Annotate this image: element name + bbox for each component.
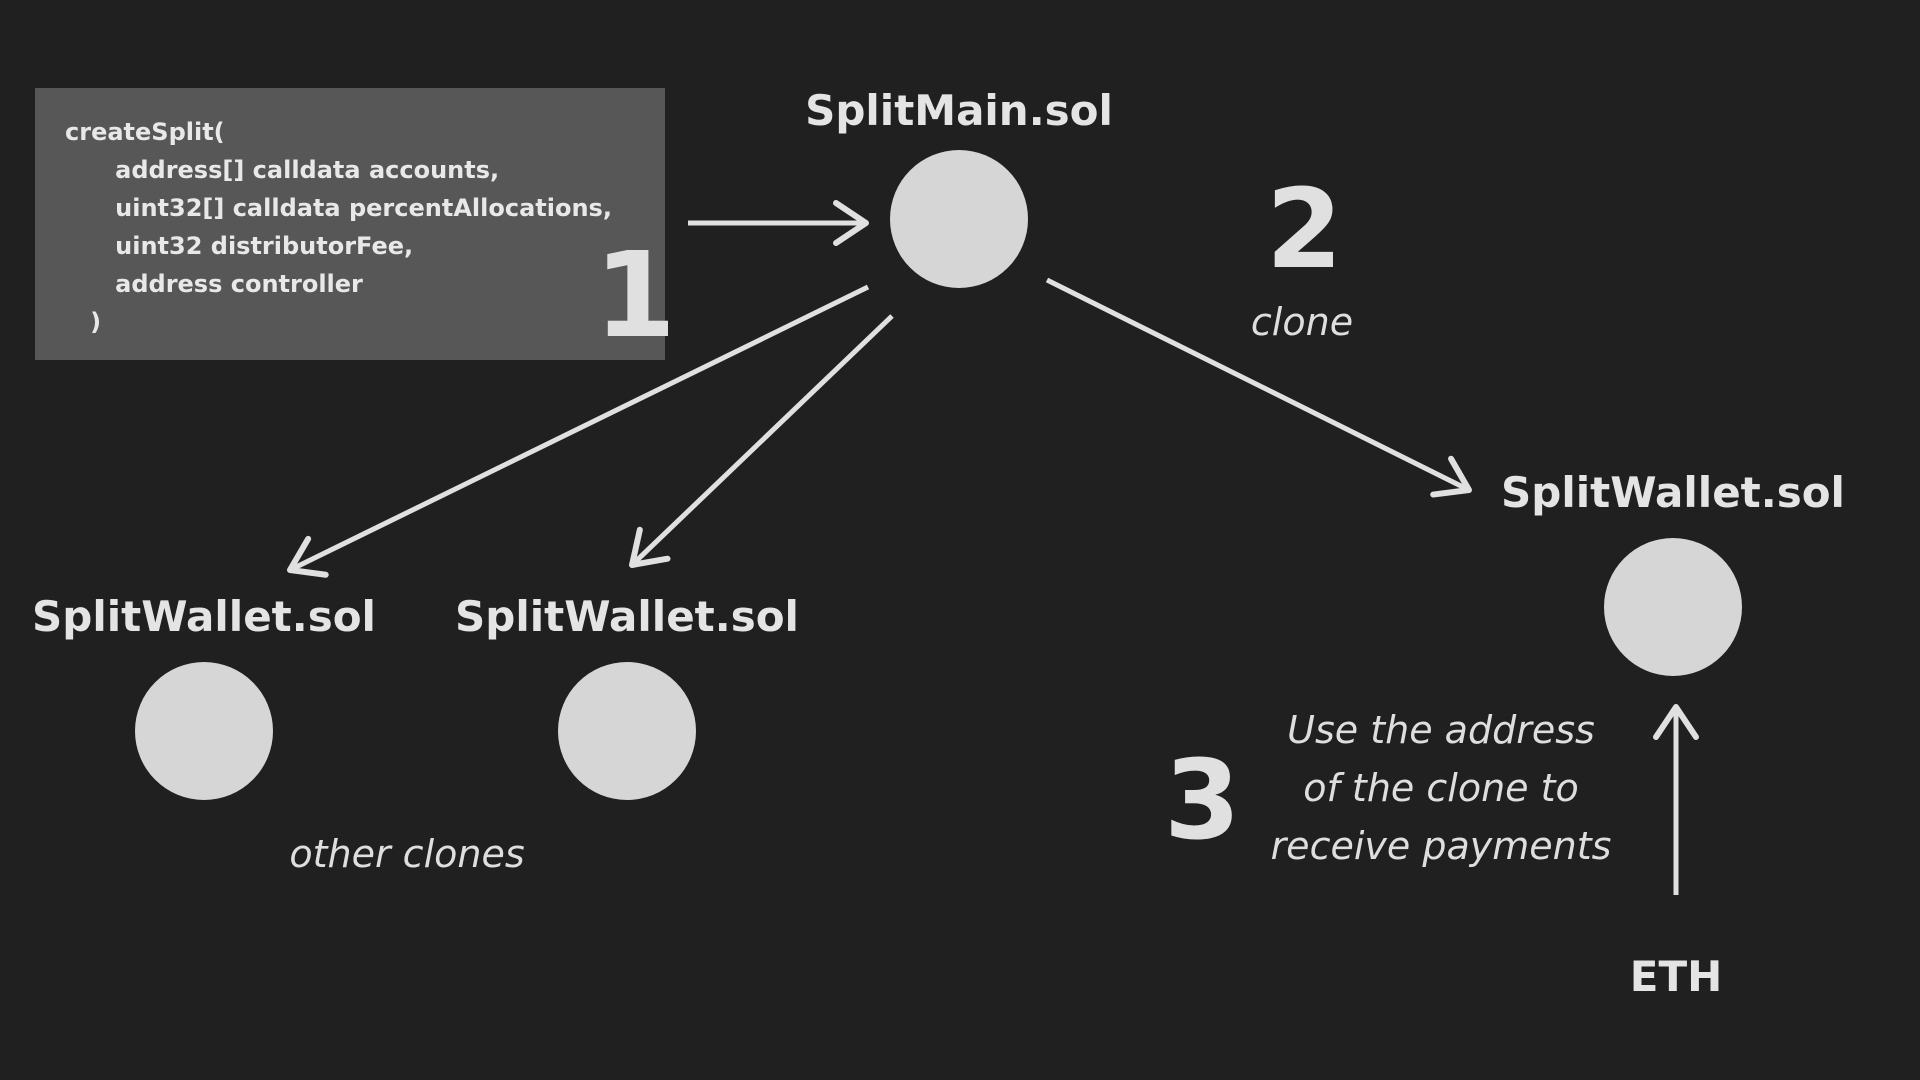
split-wallet-right-node bbox=[1604, 538, 1742, 676]
split-wallet-left-node bbox=[135, 662, 273, 800]
step-1-number: 1 bbox=[594, 226, 677, 364]
split-wallet-middle-node bbox=[558, 662, 696, 800]
step-2-number: 2 bbox=[1266, 165, 1343, 293]
arrow-split-main-to-right-wallet bbox=[1045, 277, 1472, 498]
split-wallet-left-label: SplitWallet.sol bbox=[32, 592, 376, 641]
split-main-label: SplitMain.sol bbox=[805, 86, 1113, 135]
create-split-signature: createSplit( address[] calldata accounts… bbox=[65, 118, 612, 336]
create-split-code-box: createSplit( address[] calldata accounts… bbox=[35, 88, 665, 360]
use-address-line-1: Use the address bbox=[1287, 708, 1595, 752]
other-clones-caption: other clones bbox=[289, 832, 525, 876]
use-address-caption: Use the address of the clone to receive … bbox=[1231, 701, 1651, 875]
arrow-split-main-to-middle-wallet bbox=[629, 314, 894, 568]
split-wallet-right-label: SplitWallet.sol bbox=[1501, 468, 1845, 517]
arrow-split-main-to-left-wallet bbox=[287, 284, 870, 578]
step-3-number: 3 bbox=[1164, 736, 1241, 864]
eth-label: ETH bbox=[1629, 952, 1723, 1001]
use-address-line-3: receive payments bbox=[1270, 824, 1612, 868]
split-main-node bbox=[890, 150, 1028, 288]
split-wallet-middle-label: SplitWallet.sol bbox=[455, 592, 799, 641]
use-address-line-2: of the clone to bbox=[1303, 766, 1579, 810]
clone-caption: clone bbox=[1250, 300, 1354, 344]
